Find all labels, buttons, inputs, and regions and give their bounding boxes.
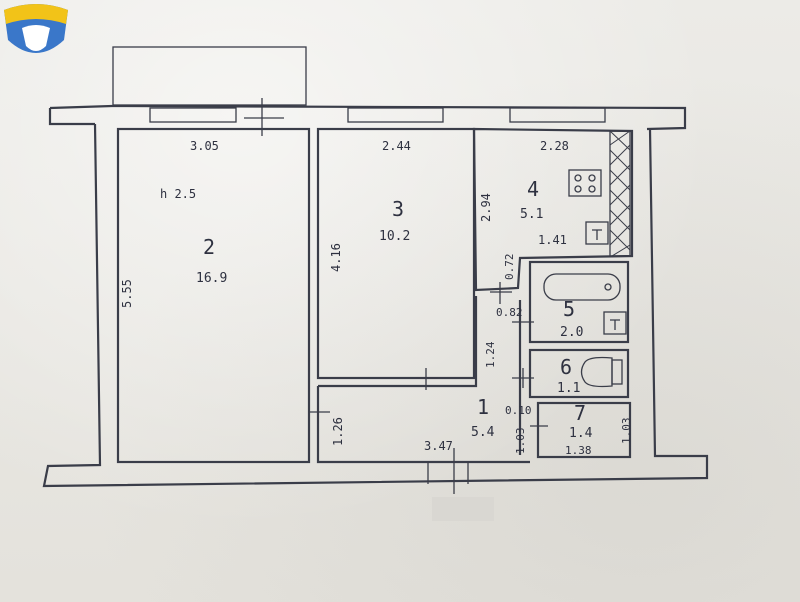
windows <box>149 98 606 136</box>
dim-r7-h: 1.03 <box>620 418 633 445</box>
room-5-number: 5 <box>563 297 575 321</box>
room-6-outline <box>528 348 630 399</box>
outer-wall <box>42 123 709 488</box>
room-3-area: 10.2 <box>379 229 410 244</box>
room-4-number: 4 <box>527 177 539 201</box>
dim-corr-d: 0.10 <box>505 404 532 417</box>
top-wall <box>48 104 687 131</box>
door-ticks <box>309 282 548 494</box>
washbasin-icon <box>603 311 627 335</box>
vent-hatch <box>609 130 631 257</box>
room-5-outline <box>528 260 630 344</box>
bathtub-icon <box>543 273 621 301</box>
dim-hall-width: 3.47 <box>424 439 453 453</box>
vent-shaft <box>609 130 631 257</box>
dim-r3-height: 4.16 <box>329 243 343 272</box>
dim-r4-height: 2.94 <box>479 193 493 222</box>
room-7-area: 1.4 <box>569 426 593 441</box>
room-1-number: 1 <box>477 395 489 419</box>
ceiling-height: h 2.5 <box>160 187 196 201</box>
room-2-area: 16.9 <box>196 271 227 286</box>
dim-r4-gap: 0.72 <box>503 254 516 281</box>
dim-r3-width: 2.44 <box>382 139 411 153</box>
dim-r4-width: 2.28 <box>540 139 569 153</box>
toilet-icon <box>580 356 613 388</box>
blurred-area <box>432 497 494 521</box>
room-6-area: 1.1 <box>557 381 580 396</box>
shield-logo <box>4 4 68 53</box>
room-5-area: 2.0 <box>560 325 583 340</box>
dim-r2-height: 5.55 <box>120 279 134 308</box>
room-7-number: 7 <box>574 401 586 425</box>
dim-corr-b: 1.24 <box>484 341 497 368</box>
balcony-outline <box>112 46 307 106</box>
room-4-area: 5.1 <box>520 207 543 222</box>
room-2-number: 2 <box>203 235 215 259</box>
dim-corr-a: 0.82 <box>496 306 523 319</box>
room-3-number: 3 <box>392 197 404 221</box>
stove-icon <box>568 169 602 197</box>
dim-corr-e: 1.03 <box>514 428 527 455</box>
dim-r2-width: 3.05 <box>190 139 219 153</box>
sink-icon <box>585 221 609 245</box>
dim-r7-w: 1.38 <box>565 444 592 457</box>
room-6-number: 6 <box>560 355 572 379</box>
room-1-area: 5.4 <box>471 425 495 440</box>
room-4-outline <box>472 127 634 292</box>
room-3-outline <box>316 127 476 380</box>
room-7-outline <box>536 401 632 459</box>
dim-corr-c: 1.26 <box>331 417 345 446</box>
room-2-outline <box>116 127 311 464</box>
dim-r4-side: 1.41 <box>538 233 567 247</box>
